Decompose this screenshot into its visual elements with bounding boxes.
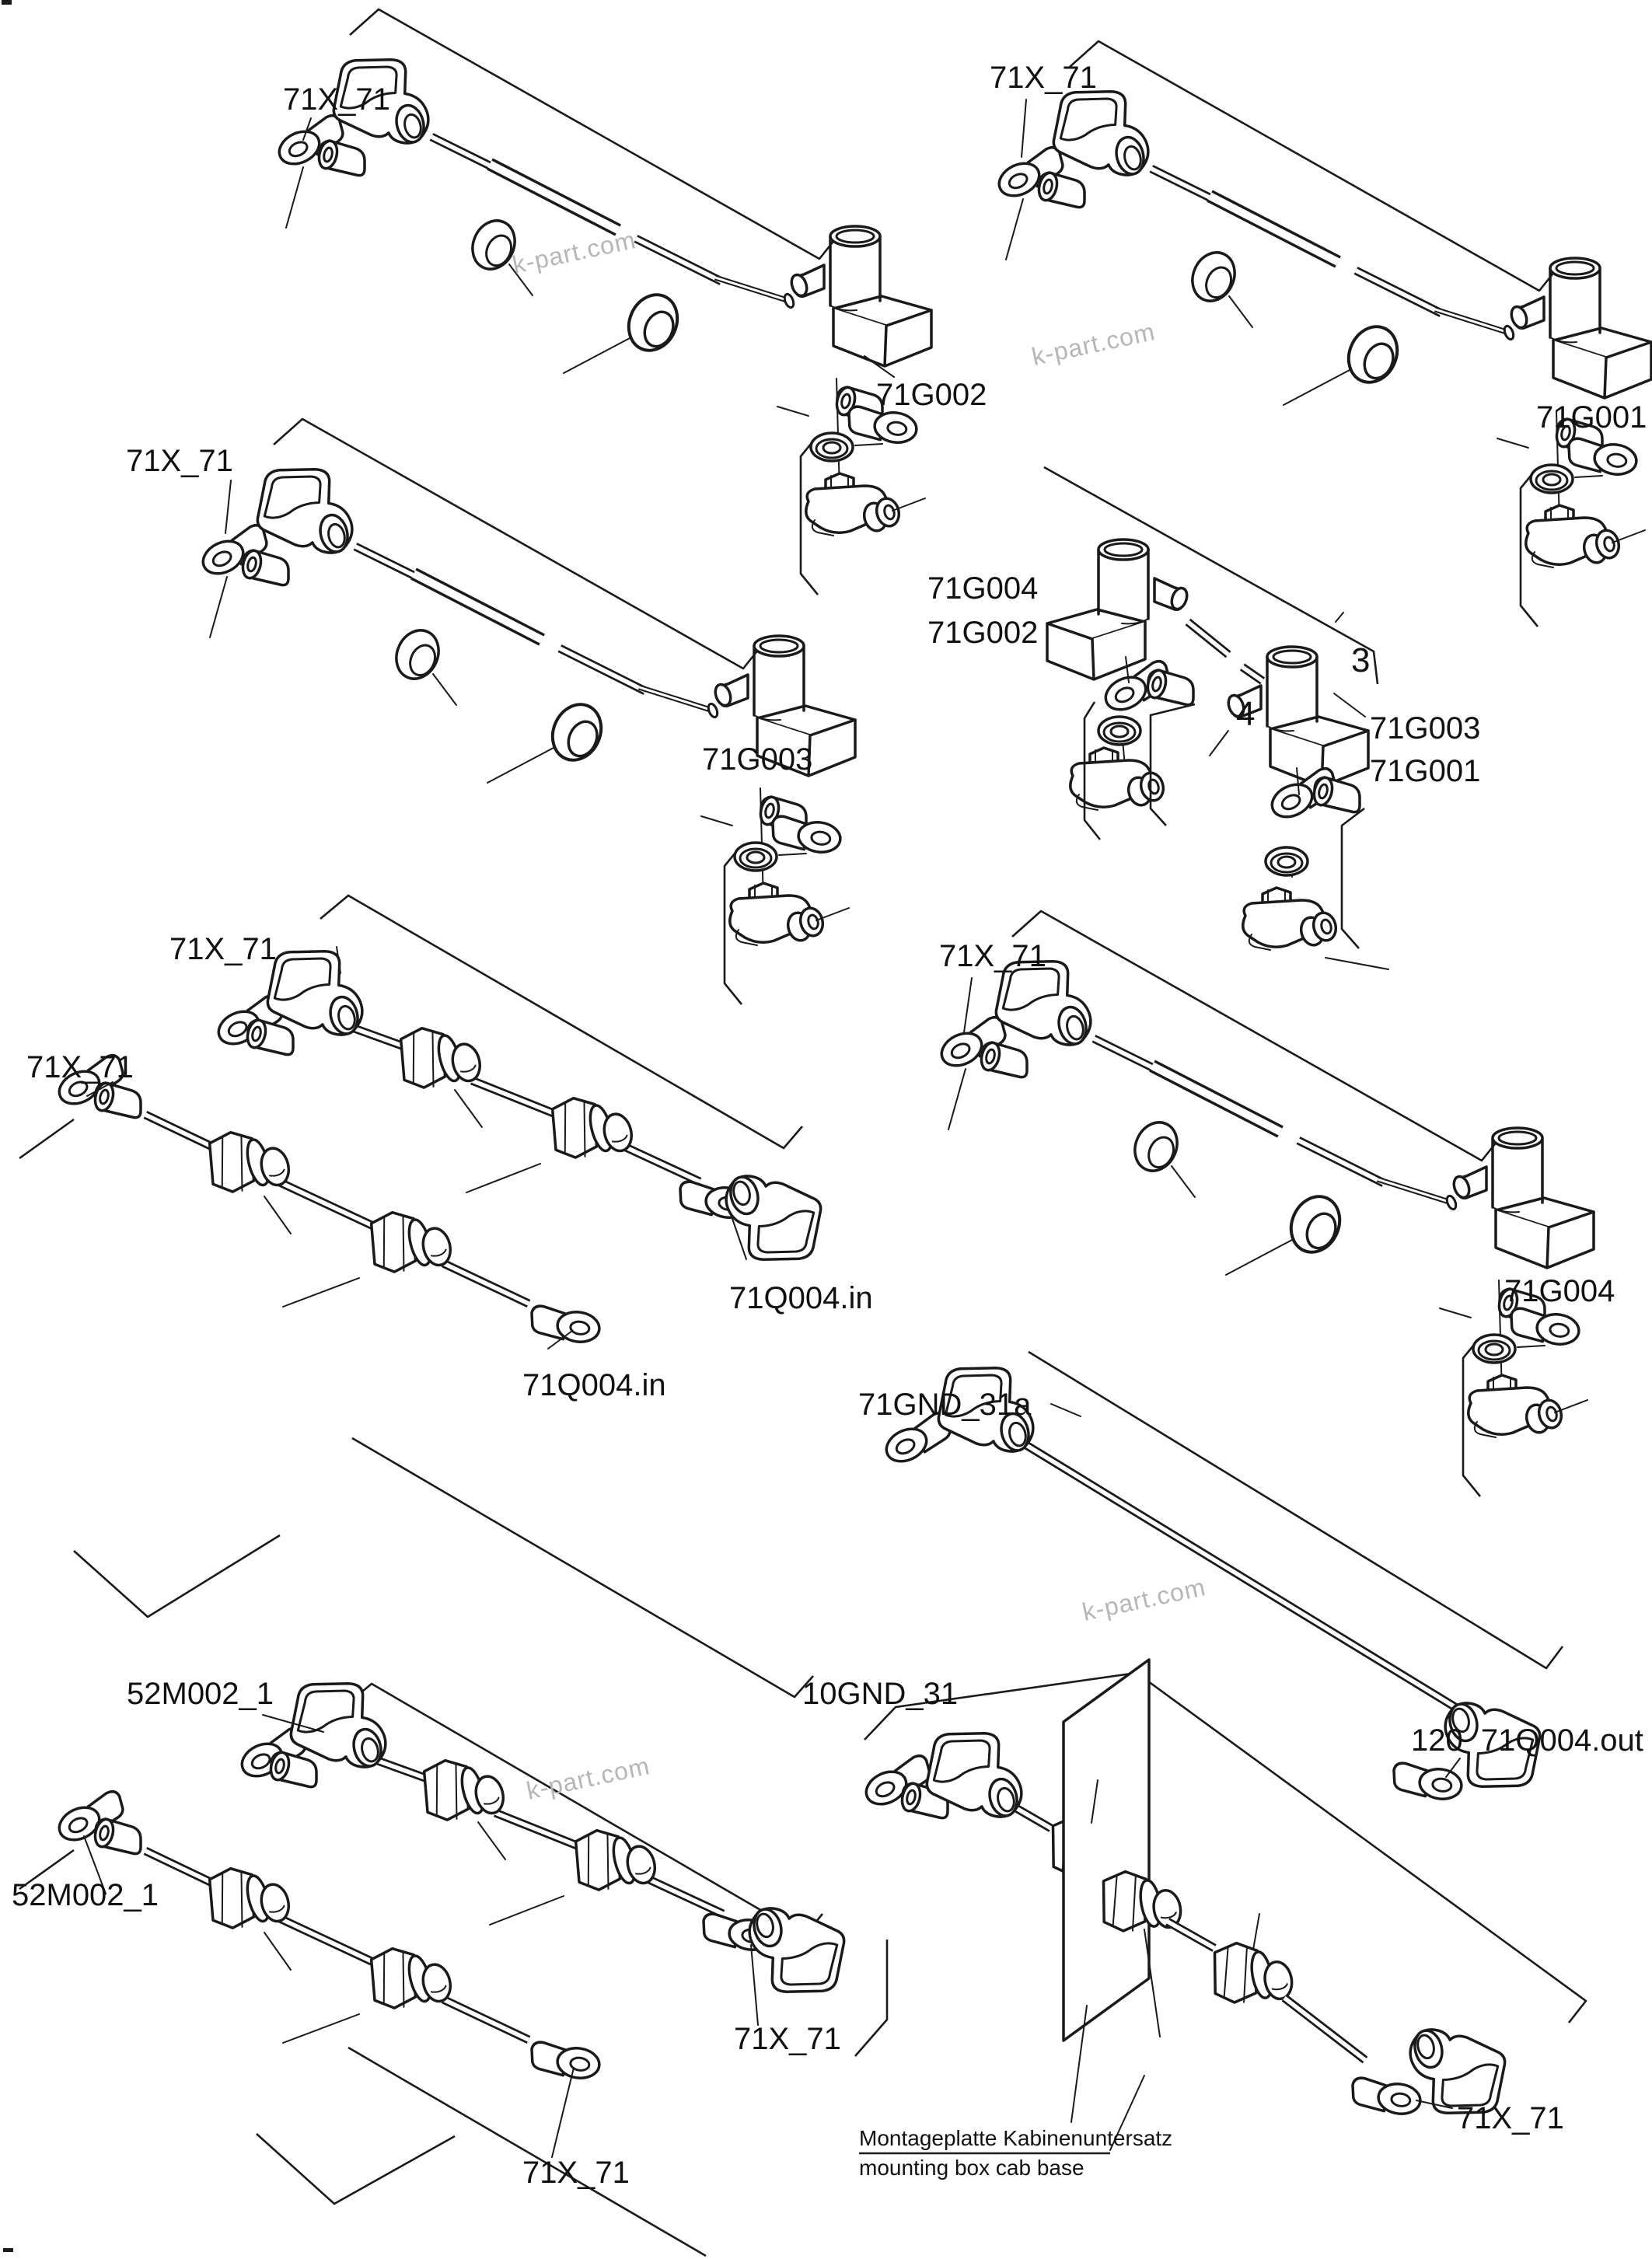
part-label: 71G004 xyxy=(1504,1274,1615,1308)
leader-line xyxy=(1021,99,1027,158)
frame-line xyxy=(343,1682,824,1937)
part-label: 71X_71 xyxy=(939,939,1046,973)
assembly-52M002-1: 52M002_1 52M002_1 71X_71 71X_71 xyxy=(12,1672,850,2257)
part-label: 71X_71 xyxy=(126,444,233,478)
leader-line xyxy=(1109,2075,1145,2151)
part-label: 120 71Q004.out xyxy=(1411,1723,1643,1758)
leader-line xyxy=(1445,1758,1461,1778)
leader-line xyxy=(262,1714,324,1733)
frame-line xyxy=(320,894,803,1150)
leader-line xyxy=(963,977,973,1033)
assembly-71G003: 71X_71 71G003 xyxy=(126,419,855,1004)
part-label: 71G001 xyxy=(1370,754,1480,788)
annotation-german: Montageplatte Kabinenuntersatz xyxy=(859,2126,1172,2150)
leader-line xyxy=(302,117,312,141)
part-label: 71G002 xyxy=(927,616,1038,650)
leader-line xyxy=(225,480,232,534)
leader-line xyxy=(336,946,341,974)
part-label: 71G003 xyxy=(702,742,812,777)
leader-line xyxy=(1252,1913,1260,1950)
assembly-terminal-covers: 71G004 71G002 3 4 71G003 71G001 xyxy=(927,466,1480,970)
part-label: 71X_71 xyxy=(990,61,1097,95)
part-label: 52M002_1 xyxy=(127,1677,274,1711)
part-label: 71G003 xyxy=(1370,711,1480,745)
assembly-71G001: 71X_71 71G001 xyxy=(990,41,1651,627)
assembly-71G002: 71X_71 71G002 xyxy=(271,9,987,595)
frame-line xyxy=(1149,703,1196,826)
page-corner-mark-top xyxy=(2,0,12,5)
assembly-71G004: 71X_71 71G004 xyxy=(934,911,1615,1496)
annotation-english: mounting box cab base xyxy=(859,2156,1084,2180)
leader-line xyxy=(1416,2100,1453,2109)
frame-line xyxy=(1083,701,1102,840)
watermarks: k-part.com k-part.com k-part.com k-part.… xyxy=(510,225,1208,1805)
frame-line xyxy=(1028,1350,1564,1670)
part-label: 71GND_31a xyxy=(858,1388,1032,1422)
leader-line xyxy=(547,1330,573,1349)
terminal-cover xyxy=(1047,539,1189,679)
part-label: 71X_71 xyxy=(1457,2101,1564,2135)
part-label: 71Q004.in xyxy=(522,1368,666,1402)
part-label: 52M002_1 xyxy=(12,1878,159,1912)
page-corner-mark-bottom xyxy=(3,2248,13,2252)
part-label: 71G001 xyxy=(1536,400,1647,435)
leader-line xyxy=(864,355,895,378)
part-label: 71X_71 xyxy=(26,1050,134,1084)
frame-line xyxy=(854,1940,889,2057)
leader-line xyxy=(1070,2005,1088,2123)
frame-line xyxy=(351,1437,814,1699)
part-label: 71X_71 xyxy=(169,932,277,966)
assembly-71Q004-in: 71X_71 71X_71 71Q004.in 71Q004.in xyxy=(19,894,873,1699)
leader-line xyxy=(1325,957,1389,970)
leader-line xyxy=(83,1835,107,1894)
frame-line xyxy=(256,2133,456,2205)
leader-line xyxy=(1050,1403,1081,1417)
part-label: 71X_71 xyxy=(522,2156,630,2190)
assembly-71GND-31a: 71GND_31a 120 71Q004.out xyxy=(858,1350,1643,1814)
part-label: 71X_71 xyxy=(734,2022,841,2056)
leader-line xyxy=(1091,1779,1098,1824)
part-label: 10GND_31 xyxy=(802,1677,958,1711)
callout-number: 3 xyxy=(1351,641,1370,679)
watermark: k-part.com xyxy=(1080,1573,1208,1626)
callout-number: 4 xyxy=(1236,695,1255,733)
frame-line xyxy=(1340,807,1365,949)
mounting-plate xyxy=(1062,1658,1151,2042)
part-label: 71Q004.in xyxy=(729,1281,873,1315)
frame-line xyxy=(19,1118,75,1160)
leader-line xyxy=(730,1213,747,1260)
frame-line xyxy=(1043,466,1379,685)
frame-line xyxy=(19,1849,75,1891)
leader-line xyxy=(750,1944,759,2026)
frame-tick xyxy=(1335,612,1344,623)
part-label: 71G002 xyxy=(876,378,987,412)
watermark: k-part.com xyxy=(524,1751,652,1805)
part-label: 71X_71 xyxy=(283,82,390,117)
leader-line xyxy=(551,2067,575,2158)
assembly-10GND-31: 10GND_31 71X_71 Montageplatte Kabinenunt… xyxy=(802,1658,1587,2180)
watermark: k-part.com xyxy=(1029,317,1158,371)
leader-line xyxy=(1144,1929,1161,2037)
leader-line xyxy=(86,1081,114,1097)
watermark: k-part.com xyxy=(510,225,638,279)
frame-line xyxy=(73,1534,281,1618)
part-label: 71G004 xyxy=(927,571,1038,606)
leader-line xyxy=(1333,693,1366,718)
frame-line xyxy=(348,2046,707,2257)
leader-line xyxy=(1209,730,1229,756)
